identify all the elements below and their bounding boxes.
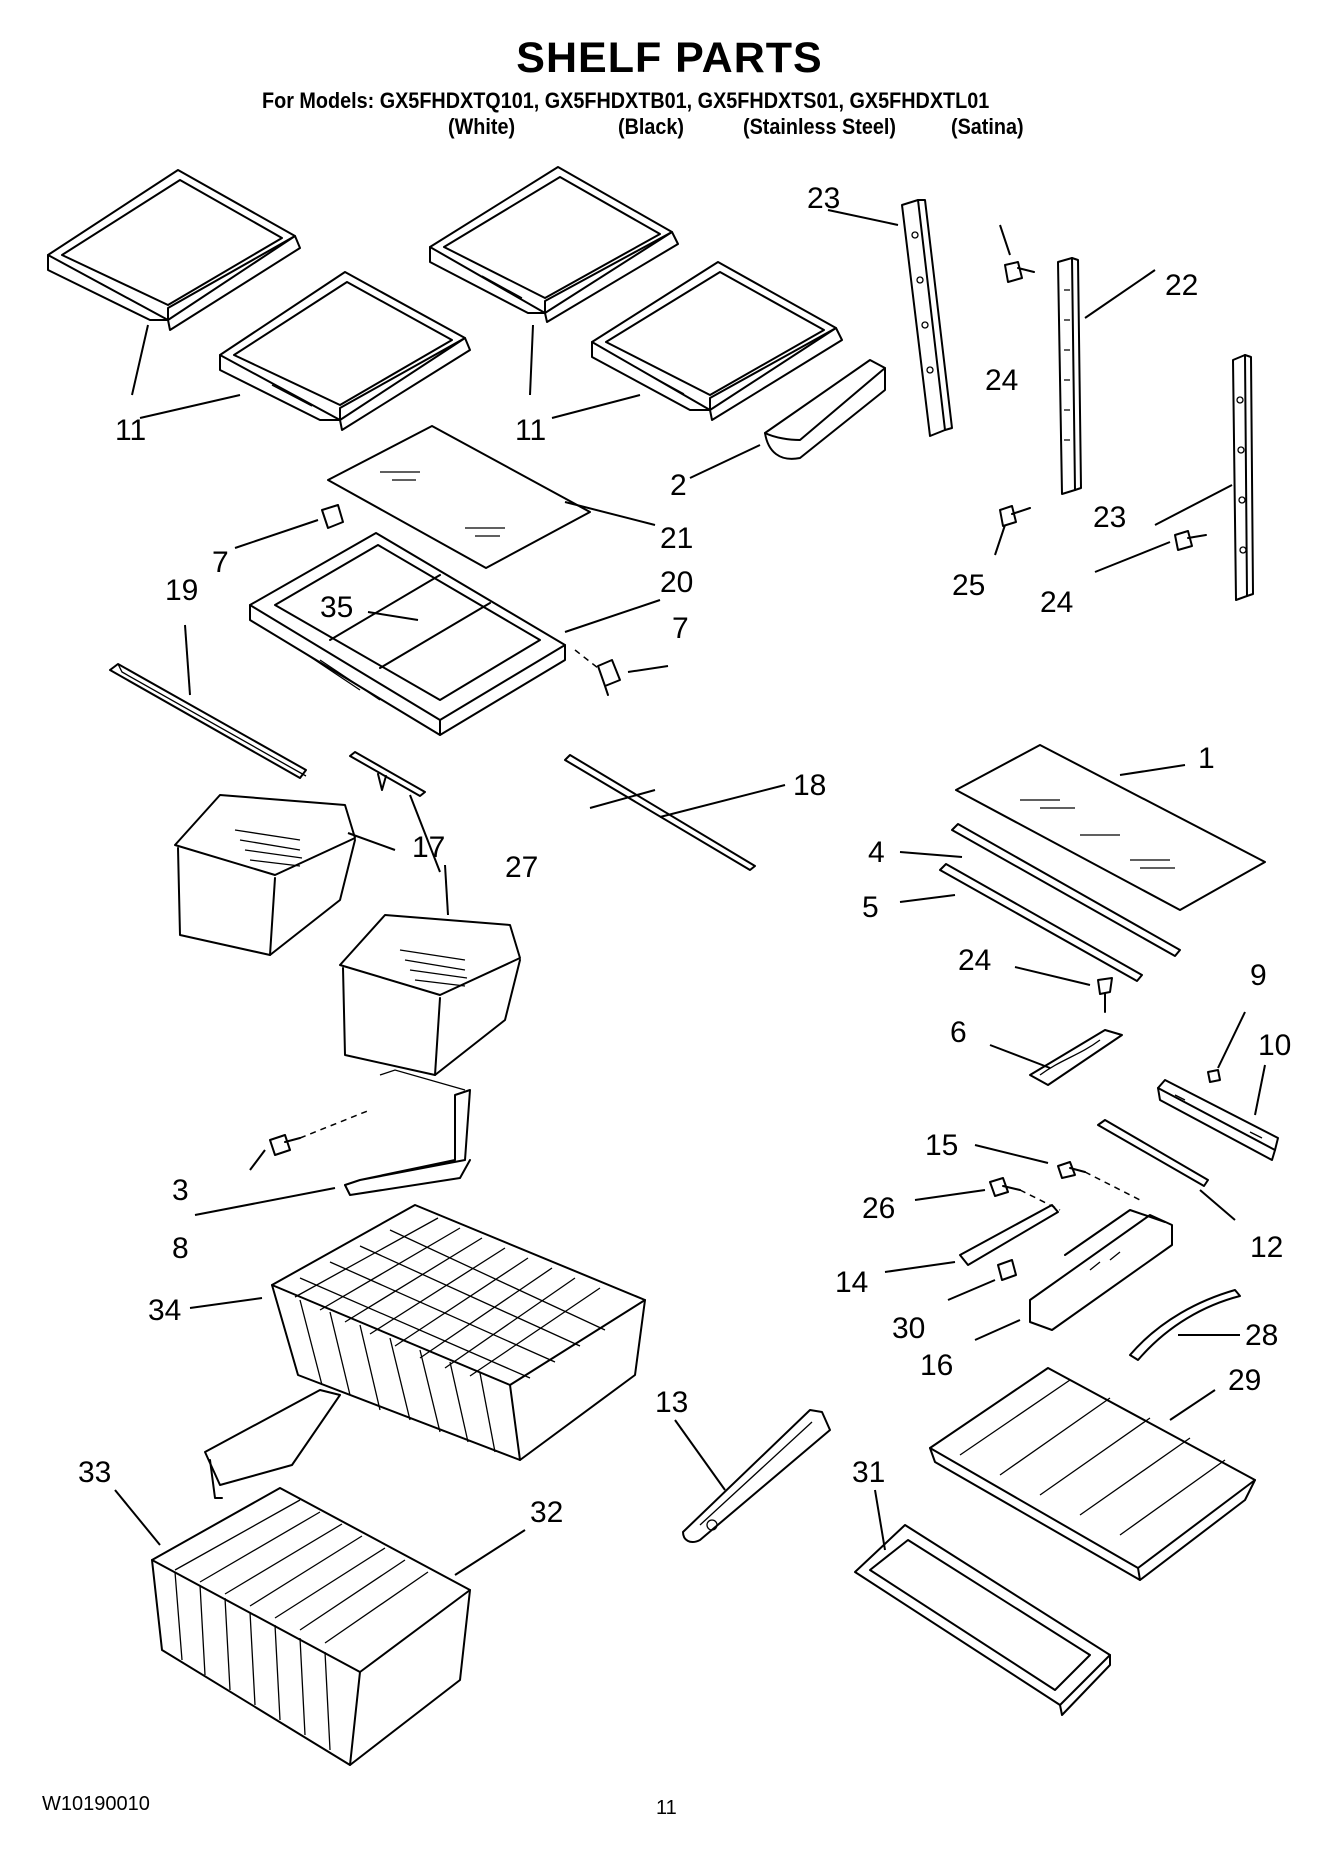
callout-2: 2 <box>670 469 687 502</box>
screw-24-part <box>1097 977 1113 1013</box>
callout-12: 12 <box>1250 1231 1283 1264</box>
rail-23-part <box>901 199 953 437</box>
callout-26: 26 <box>862 1192 895 1225</box>
callout-18: 18 <box>793 769 826 802</box>
callout-29: 29 <box>1228 1364 1261 1397</box>
rail-23-part <box>1232 354 1254 601</box>
callout-19: 19 <box>165 574 198 607</box>
callout-8: 8 <box>172 1232 189 1265</box>
shelf-11-part <box>219 271 471 431</box>
crisper-frame-20-part <box>249 532 566 736</box>
wire-28-part <box>1129 1289 1241 1361</box>
callout-labels: 11 11 23 24 22 2 21 7 19 35 20 7 25 23 2… <box>78 182 1291 1529</box>
shelf-11-part <box>429 166 679 323</box>
callout-32: 32 <box>530 1496 563 1529</box>
housing-16-part <box>1029 1209 1173 1331</box>
glass-21-part <box>327 425 591 569</box>
cover-31-part <box>854 1524 1111 1716</box>
drawer-17-part <box>339 914 521 1076</box>
glass-1-part <box>955 744 1266 911</box>
variant-stainless-steel: (Stainless Steel) <box>743 114 896 139</box>
page-number: 11 <box>656 1797 677 1819</box>
bar-12-part <box>1097 1119 1209 1187</box>
shelf-edge-2-part <box>764 359 886 460</box>
leader-lines <box>114 209 1266 1576</box>
screw-3-part <box>269 1134 301 1156</box>
page-title: SHELF PARTS <box>516 34 823 82</box>
callout-9: 9 <box>1250 959 1267 992</box>
callout-30: 30 <box>892 1312 925 1345</box>
callout-11: 11 <box>515 414 546 447</box>
screw-15-part <box>1057 1161 1086 1179</box>
document-number: W10190010 <box>42 1793 150 1815</box>
bracket-6-part <box>1029 1029 1123 1086</box>
handle-13-part <box>682 1409 831 1543</box>
screw-26-part <box>989 1177 1021 1197</box>
callout-21: 21 <box>660 522 693 555</box>
callout-16: 16 <box>920 1349 953 1382</box>
variant-black: (Black) <box>618 114 685 139</box>
screw-24-part <box>1004 261 1035 283</box>
callout-33: 33 <box>78 1456 111 1489</box>
shelf-11-part <box>47 169 301 331</box>
callout-7: 7 <box>212 546 229 579</box>
callout-4: 4 <box>868 836 885 869</box>
tray-29-part <box>929 1367 1256 1581</box>
callout-17: 17 <box>412 831 445 864</box>
callout-24: 24 <box>958 944 991 977</box>
screw-25-part <box>999 505 1031 527</box>
divider-8-part <box>344 1069 471 1196</box>
variant-satina: (Satina) <box>951 114 1024 139</box>
rail-10-part <box>1157 1079 1279 1161</box>
trim-5-part <box>939 863 1143 982</box>
divider-33-part <box>204 1389 341 1499</box>
callout-20: 20 <box>660 566 693 599</box>
callout-3: 3 <box>172 1174 189 1207</box>
callout-25: 25 <box>952 569 985 602</box>
callout-24: 24 <box>985 364 1018 397</box>
callout-10: 10 <box>1258 1029 1291 1062</box>
drawer-17-part <box>174 794 356 956</box>
variant-white: (White) <box>448 114 516 139</box>
rail-14-part <box>959 1204 1059 1266</box>
callout-31: 31 <box>852 1456 885 1489</box>
basket-32-part <box>151 1487 471 1766</box>
bracket-27-part <box>349 751 426 797</box>
basket-34-part <box>271 1204 646 1461</box>
callout-34: 34 <box>148 1294 181 1327</box>
callout-24: 24 <box>1040 586 1073 619</box>
clip-30-part <box>997 1259 1017 1281</box>
callout-11: 11 <box>115 414 146 447</box>
callout-22: 22 <box>1165 269 1198 302</box>
callout-5: 5 <box>862 891 879 924</box>
callout-27: 27 <box>505 851 538 884</box>
rail-22-part <box>1057 257 1082 495</box>
callout-7: 7 <box>672 612 689 645</box>
callout-6: 6 <box>950 1016 967 1049</box>
clip-7-part <box>597 659 621 696</box>
callout-1: 1 <box>1198 742 1215 775</box>
clip-9-part <box>1207 1069 1221 1083</box>
trim-19-part <box>109 663 307 779</box>
screw-24-part <box>1174 530 1207 551</box>
callout-35: 35 <box>320 591 353 624</box>
models-line: For Models: GX5FHDXTQ101, GX5FHDXTB01, G… <box>262 88 990 113</box>
callout-14: 14 <box>835 1266 868 1299</box>
trim-4-part <box>951 823 1181 957</box>
callout-23: 23 <box>1093 501 1126 534</box>
rod-18-part <box>564 754 756 871</box>
callout-28: 28 <box>1245 1319 1278 1352</box>
callout-15: 15 <box>925 1129 958 1162</box>
callout-13: 13 <box>655 1386 688 1419</box>
clip-7-part <box>321 504 344 529</box>
shelf-11-part <box>591 261 843 421</box>
callout-23: 23 <box>807 182 840 215</box>
